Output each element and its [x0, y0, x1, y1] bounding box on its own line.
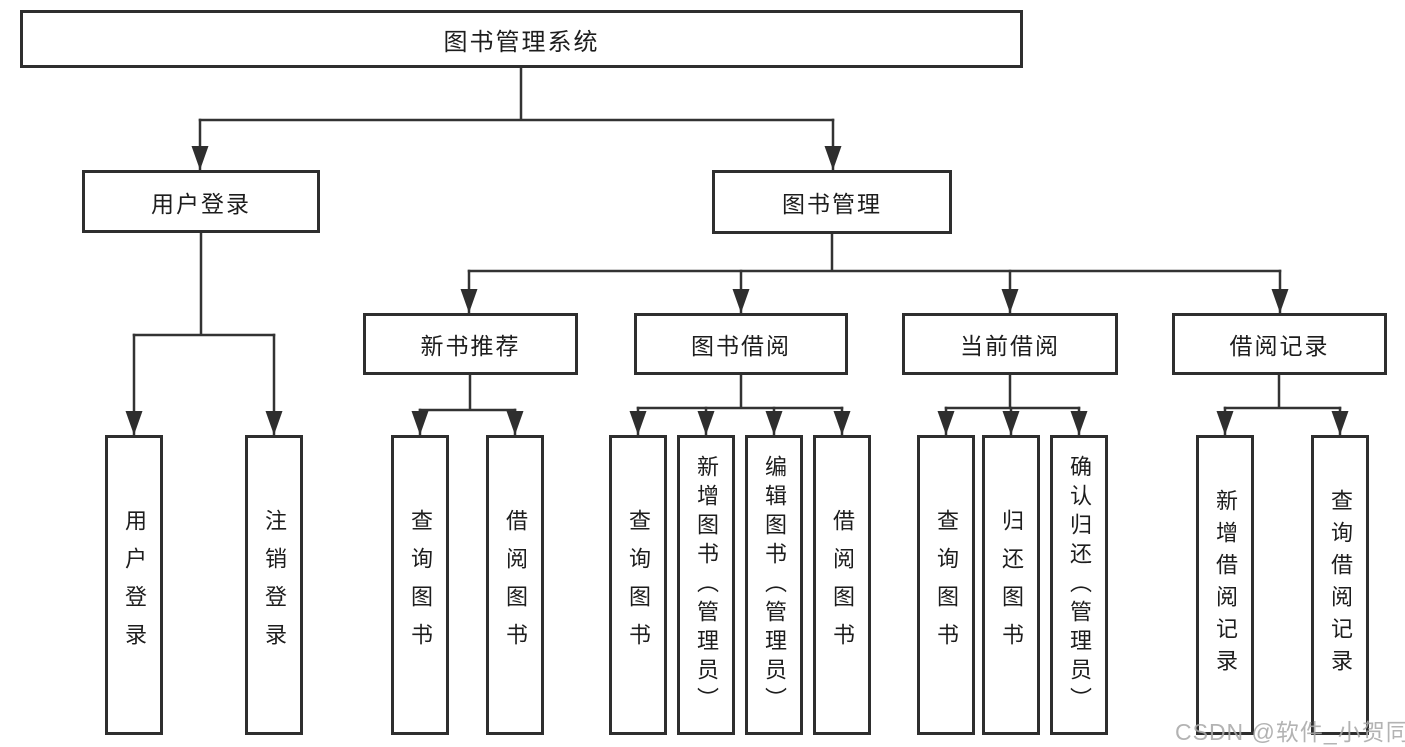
node-book-management: 图书管理 [712, 170, 952, 234]
node-leaf-user-login: 用户登录 [105, 435, 163, 735]
node-leaf-query-books-3: 查询图书 [917, 435, 975, 735]
node-borrow-records: 借阅记录 [1172, 313, 1387, 375]
watermark: CSDN @软件_小贺同学 [1175, 719, 1405, 745]
node-new-book-recommend: 新书推荐 [363, 313, 578, 375]
node-user-login: 用户登录 [82, 170, 320, 233]
node-book-borrow: 图书借阅 [634, 313, 848, 375]
node-leaf-borrow-books-1: 借阅图书 [486, 435, 544, 735]
node-leaf-borrow-books-2: 借阅图书 [813, 435, 871, 735]
node-leaf-confirm-return-admin: 确认归还（管理员） [1050, 435, 1108, 735]
node-library-system: 图书管理系统 [20, 10, 1023, 68]
node-leaf-edit-books-admin: 编辑图书（管理员） [745, 435, 803, 735]
node-current-borrow: 当前借阅 [902, 313, 1118, 375]
node-leaf-query-borrow-record: 查询借阅记录 [1311, 435, 1369, 735]
node-leaf-query-books-1: 查询图书 [391, 435, 449, 735]
node-leaf-add-borrow-record: 新增借阅记录 [1196, 435, 1254, 735]
node-leaf-return-books: 归还图书 [982, 435, 1040, 735]
node-leaf-logout: 注销登录 [245, 435, 303, 735]
node-leaf-query-books-2: 查询图书 [609, 435, 667, 735]
node-leaf-add-books-admin: 新增图书（管理员） [677, 435, 735, 735]
